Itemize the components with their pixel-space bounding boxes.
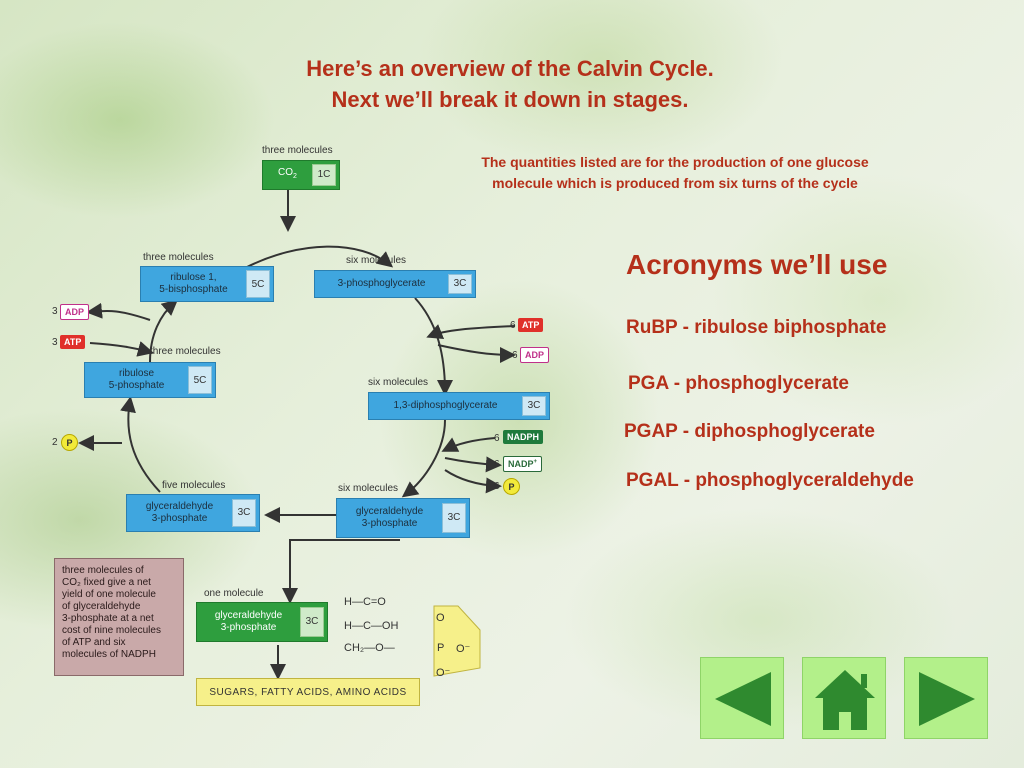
pga-box: 3-phosphoglycerate 3C: [314, 270, 476, 298]
note-line-2: molecule which is produced from six turn…: [492, 175, 858, 191]
summary-line: CO₂ fixed give a net: [62, 577, 151, 588]
label-six-molecules-pgal: six molecules: [338, 483, 399, 494]
back-button[interactable]: [700, 657, 784, 739]
acronym-pgal: PGAL - phosphoglyceraldehyde: [626, 470, 914, 491]
phosphate-left-icon: P: [61, 434, 78, 451]
summary-line: cost of nine molecules: [62, 625, 161, 636]
pgap-box: 1,3-diphosphoglycerate 3C: [368, 392, 550, 420]
label-six-molecules-pga: six molecules: [346, 255, 407, 266]
label-one-molecule: one molecule: [204, 588, 264, 599]
chem-row-3: CH₂—O—: [344, 642, 395, 654]
label-three-molecules-co2: three molecules: [262, 145, 333, 156]
quantity-note: The quantities listed are for the produc…: [410, 152, 940, 194]
atp-right-count: 6: [510, 320, 516, 331]
chem-phosphorus: P: [437, 642, 445, 654]
acronym-pga: PGA - phosphoglycerate: [628, 373, 849, 394]
label-five-molecules: five molecules: [162, 480, 226, 491]
nadp-count: 6: [494, 459, 500, 470]
g3p-left-carbon-count: 3C: [232, 498, 256, 528]
home-button[interactable]: [802, 657, 886, 739]
label-three-molecules-rubp: three molecules: [143, 252, 214, 263]
sugars-box: SUGARS, FATTY ACIDS, AMINO ACIDS: [196, 678, 420, 706]
title-line-2: Next we’ll break it down in stages.: [331, 87, 689, 112]
co2-box: CO2 1C: [262, 160, 340, 190]
nadp-tag: NADP+: [503, 456, 543, 472]
pgap-carbon-count: 3C: [522, 395, 546, 417]
forward-button[interactable]: [904, 657, 988, 739]
pga-name: 3-phosphoglycerate: [337, 278, 426, 289]
phosphate-right-icon: P: [503, 478, 520, 495]
note-line-1: The quantities listed are for the produc…: [481, 154, 869, 170]
rubp-box: ribulose 1,5-bisphosphate 5C: [140, 266, 274, 302]
acronym-rubp: RuBP - ribulose biphosphate: [626, 317, 887, 338]
acronym-pgap: PGAP - diphosphoglycerate: [624, 421, 875, 442]
label-three-molecules-ru5p: three molecules: [150, 346, 221, 357]
summary-line: three molecules of: [62, 565, 144, 576]
g3p-out-carbon-count: 3C: [300, 606, 324, 638]
title-line-1: Here’s an overview of the Calvin Cycle.: [306, 56, 714, 81]
summary-line: yield of one molecule: [62, 589, 156, 600]
pga-carbon-count: 3C: [448, 273, 472, 295]
summary-line: 3-phosphate at a net: [62, 613, 154, 624]
ru5p-carbon-count: 5C: [188, 366, 212, 394]
pgap-name: 1,3-diphosphoglycerate: [393, 400, 498, 411]
chem-o-top: O: [436, 612, 445, 624]
rubp-name: ribulose 1,5-bisphosphate: [159, 272, 228, 295]
summary-line: of glyceraldehyde: [62, 601, 141, 612]
slide-title: Here’s an overview of the Calvin Cycle. …: [200, 53, 820, 115]
nadph-count: 6: [494, 433, 500, 444]
chem-o-right: O⁻: [456, 643, 471, 655]
co2-name: CO2: [278, 167, 297, 180]
rubp-carbon-count: 5C: [246, 270, 270, 298]
home-icon: [815, 670, 875, 730]
chem-row-2: H—C—OH: [344, 620, 399, 632]
adp-left-tag: ADP: [60, 304, 90, 320]
atp-right-tag: ATP: [518, 318, 544, 332]
summary-line: molecules of NADPH: [62, 649, 156, 660]
pi-right-count: 6: [494, 481, 500, 492]
chem-o-bottom: O⁻: [436, 667, 451, 679]
atp-left-count: 3: [52, 337, 58, 348]
chem-row-1: H—C=O: [344, 596, 386, 608]
adp-left-count: 3: [52, 306, 58, 317]
co2-carbon-count: 1C: [312, 163, 336, 187]
right-arrow-icon: [919, 672, 975, 726]
summary-box: three molecules of CO₂ fixed give a net …: [54, 558, 184, 676]
summary-line: of ATP and six: [62, 637, 126, 648]
left-arrow-icon: [715, 672, 771, 726]
acronyms-heading: Acronyms we’ll use: [626, 249, 888, 280]
nadph-tag: NADPH: [503, 430, 544, 444]
adp-right-tag: ADP: [520, 347, 550, 363]
adp-right-count: 6: [512, 350, 518, 361]
g3p-right-carbon-count: 3C: [442, 502, 466, 534]
atp-left-tag: ATP: [60, 335, 86, 349]
label-six-molecules-pgap: six molecules: [368, 377, 429, 388]
pi-left-count: 2: [52, 437, 58, 448]
